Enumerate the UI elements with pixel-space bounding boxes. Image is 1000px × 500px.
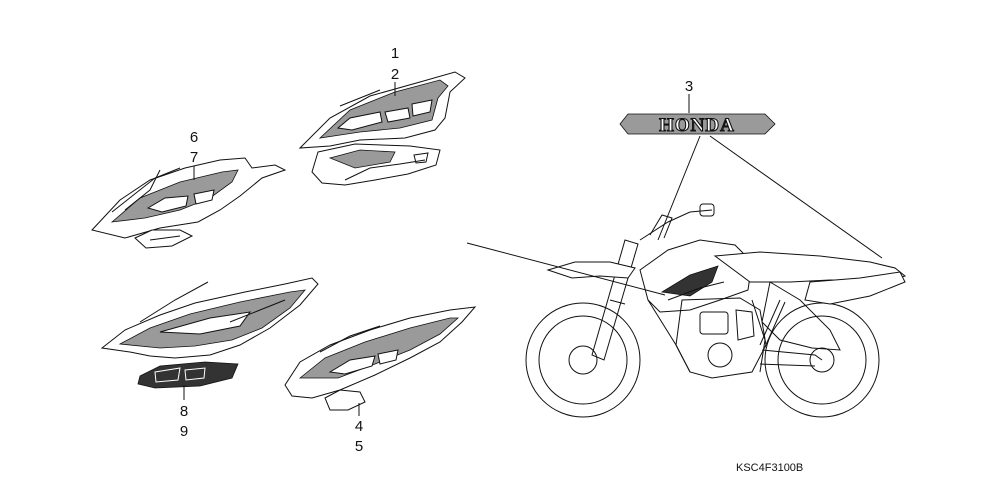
callout-4: 4: [355, 418, 363, 435]
honda-emblem-text: HONDA: [659, 115, 735, 136]
diagram-code: KSC4F3100B: [736, 462, 803, 474]
callout-2: 2: [391, 66, 399, 83]
callout-6: 6: [190, 129, 198, 146]
callout-1: 1: [391, 45, 399, 62]
decal-side-lower-left[interactable]: [100, 277, 319, 389]
callout-9: 9: [180, 423, 188, 440]
motorcycle-illustration: [525, 203, 907, 418]
callout-3: 3: [685, 78, 693, 95]
callout-8: 8: [180, 403, 188, 420]
leader-lines: [183, 82, 883, 416]
callout-numbers: 1 2 3 6 7 8 9 4 5: [180, 45, 693, 455]
decal-shroud-upper-left[interactable]: [91, 157, 287, 249]
callout-5: 5: [355, 438, 363, 455]
decal-shroud-upper-right[interactable]: [298, 71, 466, 186]
callout-7: 7: [190, 149, 198, 166]
honda-emblem[interactable]: HONDA: [619, 113, 776, 137]
decal-side-lower-center[interactable]: [284, 306, 477, 411]
